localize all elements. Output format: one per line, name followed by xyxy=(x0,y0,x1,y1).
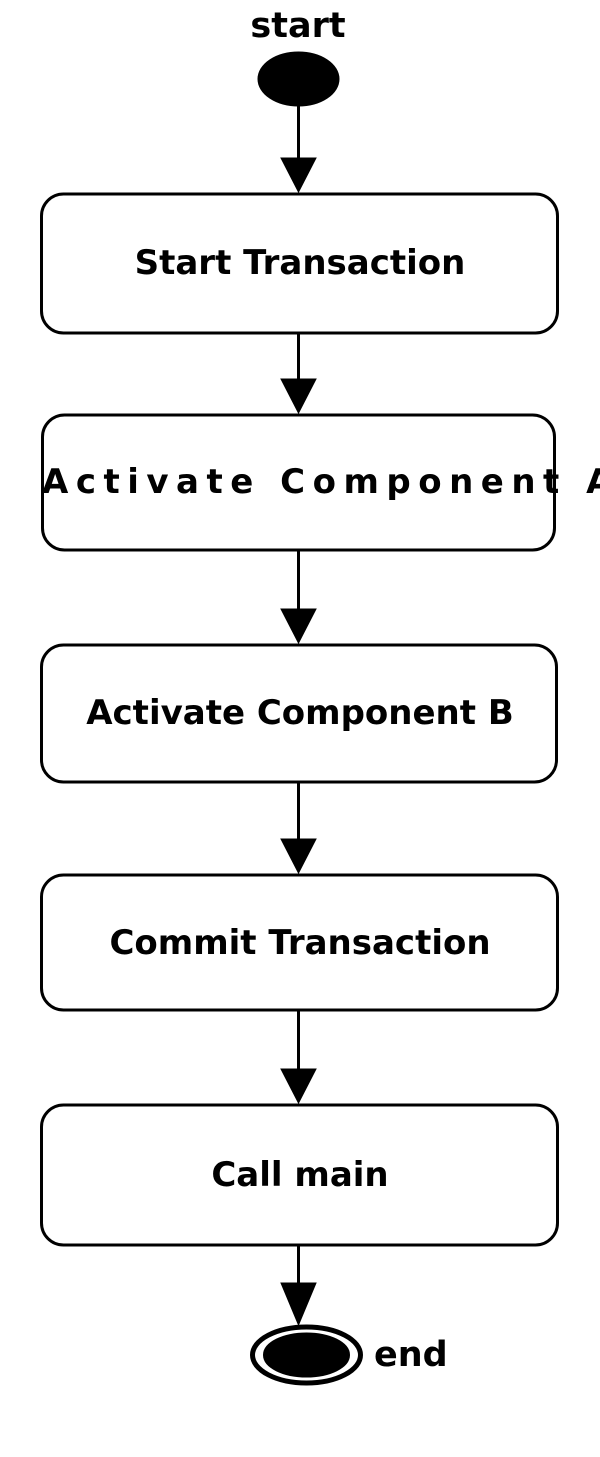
end-node-inner-disc xyxy=(263,1332,350,1378)
edge-commit-to-call-main-arrowhead xyxy=(280,1068,317,1105)
edge-activate-b-to-commit-arrowhead xyxy=(280,838,317,875)
action-node-commit-transaction[interactable] xyxy=(40,873,559,1012)
edge-call-main-to-end-arrowhead xyxy=(280,1282,317,1327)
edge-start-transaction-to-activate-a-arrowhead xyxy=(280,378,317,415)
edge-start-to-start-transaction-arrowhead xyxy=(280,157,317,194)
action-node-activate-component-b[interactable] xyxy=(40,643,558,784)
action-node-start-transaction[interactable] xyxy=(40,192,559,335)
edge-activate-a-to-activate-b-arrowhead xyxy=(280,608,317,645)
end-node[interactable] xyxy=(250,1325,363,1385)
action-node-activate-component-a[interactable] xyxy=(41,413,556,552)
start-node[interactable] xyxy=(259,53,338,105)
action-node-call-main[interactable] xyxy=(40,1103,559,1247)
